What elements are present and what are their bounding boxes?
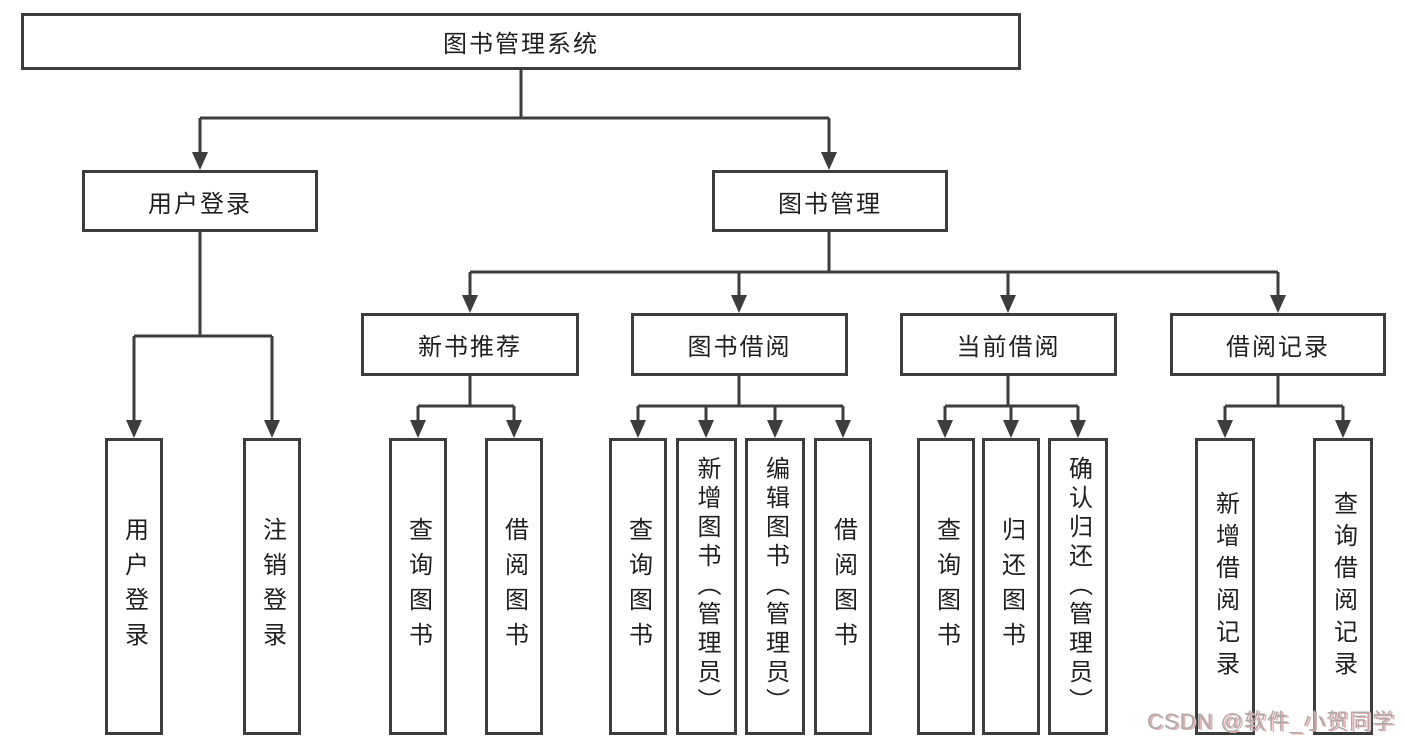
node-book-management: 图书管理 (712, 170, 948, 232)
leaf-borrow-books-recommend: 借阅图书 (485, 438, 543, 735)
node-book-borrow: 图书借阅 (631, 313, 848, 376)
node-borrow-records: 借阅记录 (1170, 313, 1386, 376)
node-user-login: 用户登录 (82, 170, 318, 232)
node-library-management-system: 图书管理系统 (21, 13, 1021, 70)
leaf-query-borrow-record: 查询借阅记录 (1313, 438, 1373, 735)
leaf-add-borrow-record: 新增借阅记录 (1195, 438, 1255, 735)
leaf-query-books-borrow: 查询图书 (609, 438, 667, 735)
leaf-edit-book-admin: 编辑图书（管理员） (745, 438, 805, 735)
csdn-watermark: CSDN @软件_小贺同学 (1146, 709, 1395, 734)
leaf-query-books-recommend: 查询图书 (389, 438, 447, 735)
leaf-query-books-current: 查询图书 (917, 438, 975, 735)
node-current-borrow: 当前借阅 (900, 313, 1117, 376)
leaf-logout: 注销登录 (243, 438, 301, 735)
leaf-add-book-admin: 新增图书（管理员） (676, 438, 737, 735)
leaf-return-book: 归还图书 (982, 438, 1040, 735)
leaf-user-login: 用户登录 (105, 438, 163, 735)
leaf-borrow-books: 借阅图书 (814, 438, 872, 735)
leaf-confirm-return-admin: 确认归还（管理员） (1048, 438, 1108, 735)
node-new-book-recommend: 新书推荐 (361, 313, 579, 376)
